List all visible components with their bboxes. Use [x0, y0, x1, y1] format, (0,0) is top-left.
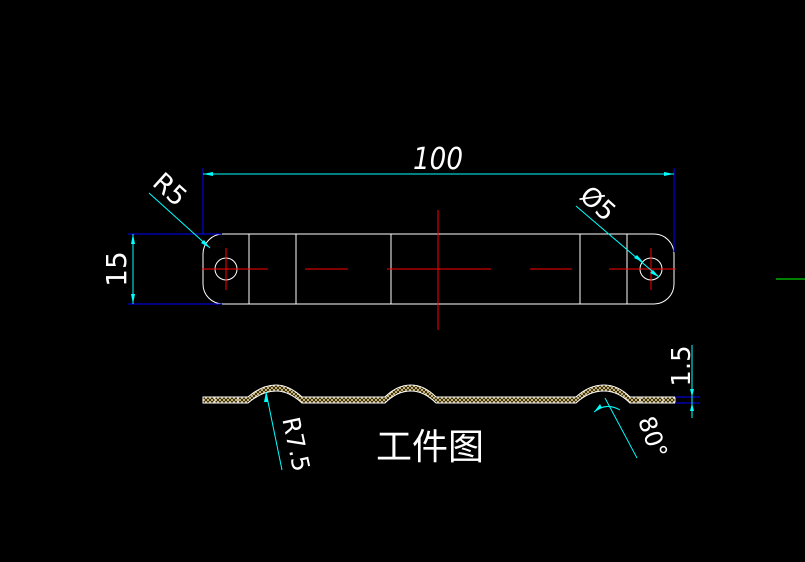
- corner-radius-label: R5: [146, 167, 192, 212]
- hole-diameter-label: Ø5: [574, 181, 622, 228]
- center-lines: [202, 210, 676, 330]
- top-view: 100 15 R5 Ø5: [100, 142, 676, 330]
- section-profile: [202, 384, 676, 404]
- bend-radius-leader: [264, 391, 283, 471]
- bend-angle-label: 80°: [632, 412, 673, 462]
- segment-lines: [248, 234, 628, 304]
- width-dimension-label: 15: [100, 251, 133, 287]
- hole-diameter-leader: [575, 205, 660, 278]
- thickness-dimension-label: 1.5: [667, 345, 697, 386]
- section-hole-marks: [214, 397, 664, 403]
- bend-angle-dimension: [593, 397, 638, 459]
- length-dimension: [202, 168, 675, 252]
- drawing-title: 工件图: [376, 427, 484, 468]
- width-dimension: [128, 233, 222, 305]
- thickness-dimension: [675, 345, 700, 418]
- corner-radius-leader: [148, 192, 211, 249]
- bend-radius-label: R7.5: [276, 415, 315, 474]
- length-dimension-label: 100: [413, 142, 463, 177]
